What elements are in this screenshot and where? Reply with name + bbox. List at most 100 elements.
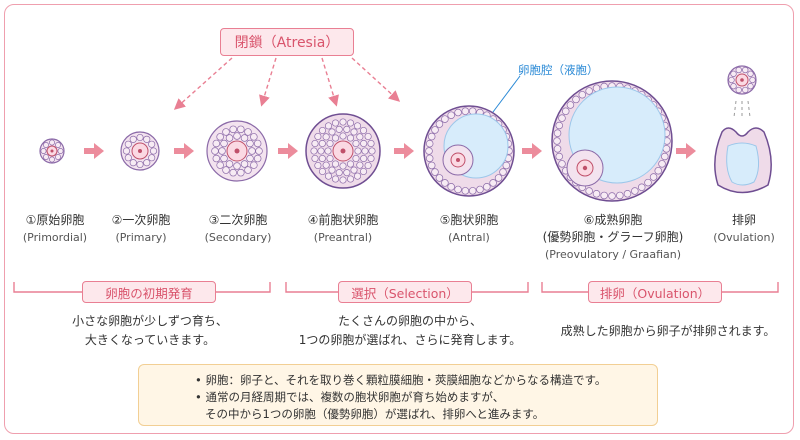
- granulosa-cell: [250, 161, 258, 169]
- progress-arrow-5: [522, 143, 542, 159]
- granulosa-cell: [431, 126, 439, 134]
- granulosa-cell: [489, 179, 497, 187]
- granulosa-cell: [328, 166, 336, 174]
- granulosa-cell: [476, 185, 484, 194]
- granulosa-cell: [747, 83, 754, 90]
- stage-label-primordial: ①原始卵胞 (Primordial): [14, 212, 96, 246]
- granulosa-cell: [742, 66, 749, 74]
- granulosa-cell: [129, 159, 137, 167]
- granulosa-cell: [49, 139, 55, 146]
- granulosa-cell: [331, 175, 340, 183]
- granulosa-cell: [136, 133, 144, 142]
- stage-label-ovulation: 排卵 (Ovulation): [704, 212, 784, 246]
- stage-subtitle: (Primordial): [22, 231, 88, 244]
- granulosa-cell: [148, 154, 156, 162]
- granulosa-cell: [324, 147, 332, 155]
- granulosa-cell: [229, 168, 237, 177]
- granulosa-cell: [735, 86, 742, 94]
- bracket-ovulation: [541, 282, 588, 293]
- granulosa-cell: [225, 160, 234, 168]
- progression-arrows: [84, 143, 696, 159]
- granulosa-cell: [253, 139, 262, 148]
- granulosa-cell: [502, 161, 511, 170]
- granulosa-cell: [143, 159, 151, 167]
- granulosa-cell: [353, 172, 362, 180]
- stage-title: ④前胞状卵胞: [307, 213, 379, 227]
- stage-label-antral: ⑤胞状卵胞 (Antral): [420, 212, 518, 246]
- granulosa-cell: [324, 122, 333, 130]
- desc-line: 大きくなっていきます。: [84, 333, 216, 347]
- granulosa-cell: [55, 154, 61, 160]
- stage-subtitle: (Primary): [115, 231, 167, 244]
- granulosa-cell: [435, 174, 444, 182]
- stage-title: ⑥成熟卵胞: [583, 213, 643, 227]
- granulosa-cell: [233, 162, 241, 170]
- stage-title: 排卵: [731, 213, 756, 227]
- granulosa-cell: [555, 121, 563, 130]
- granulosa-cell: [237, 125, 245, 134]
- granulosa-cell: [211, 147, 219, 155]
- granulosa-cell: [222, 128, 230, 136]
- granulosa-cell: [352, 154, 360, 163]
- granulosa-cell: [566, 101, 575, 109]
- granulosa-cell: [43, 154, 49, 160]
- stage-subtitle: (Preovulatory / Graafian): [544, 248, 682, 261]
- desc-line: 成熟した卵胞から卵子が排卵されます。: [560, 324, 776, 338]
- granulosa-cell: [49, 156, 55, 163]
- progress-arrow-2: [174, 143, 194, 159]
- granulosa-cell: [253, 154, 262, 163]
- section-early-description: 小さな卵胞が少しずつ育ち、 大きくなっていきます。: [40, 312, 260, 350]
- granulosa-cell: [233, 132, 241, 140]
- section-selection-label: 選択（Selection）: [338, 281, 472, 303]
- stage-subtitle: (Antral): [448, 231, 490, 244]
- granulosa-cell: [310, 147, 318, 155]
- granulosa-cell: [572, 95, 580, 104]
- granulosa-cell: [318, 139, 326, 148]
- atresia-arrow-4: [351, 57, 401, 102]
- stage-label-preantral: ④前胞状卵胞 (Preantral): [294, 212, 392, 246]
- follicle-antral: [423, 105, 515, 197]
- granulosa-cell: [331, 160, 340, 168]
- granulosa-cell: [585, 187, 593, 195]
- granulosa-cell: [339, 118, 347, 126]
- note-line-1: • 卵胞：卵子と、それを取り巻く顆粒膜細胞・莢膜細胞などからなる構造です。: [195, 373, 607, 387]
- granulosa-cell: [212, 139, 221, 148]
- granulosa-cell: [749, 76, 756, 84]
- granulosa-cell: [314, 161, 322, 170]
- granulosa-cell: [129, 135, 137, 143]
- granulosa-cell: [148, 140, 156, 148]
- granulosa-cell: [335, 169, 343, 177]
- stage-title: ⑤胞状卵胞: [439, 213, 499, 227]
- follicle-primary: [120, 131, 160, 171]
- granulosa-cell: [454, 108, 462, 117]
- granulosa-cell: [255, 147, 263, 155]
- granulosa-cell: [246, 139, 254, 148]
- granulosa-cell: [350, 128, 358, 136]
- granulosa-cell: [326, 154, 334, 163]
- granulosa-cell: [136, 160, 144, 169]
- atresia-arrows: [173, 57, 401, 110]
- granulosa-cell: [343, 125, 351, 133]
- granulosa-cell: [331, 119, 340, 127]
- granulosa-cell: [592, 190, 601, 198]
- granulosa-cell: [637, 183, 646, 192]
- granulosa-cell: [354, 147, 362, 155]
- granulosa-cell: [318, 154, 326, 163]
- granulosa-cell: [246, 154, 254, 163]
- atresia-arrow-3: [321, 57, 339, 107]
- granulosa-cell: [425, 139, 434, 148]
- granulosa-cell: [608, 192, 616, 200]
- granulosa-cell: [339, 132, 347, 140]
- note-line-3: その中から1つの卵胞（優勢卵胞）が選ばれ、排卵へと進みます。: [205, 407, 545, 421]
- granulosa-cell: [43, 142, 49, 148]
- section-ovulation-label: 排卵（Ovulation）: [588, 281, 722, 303]
- granulosa-cell: [149, 147, 158, 155]
- granulosa-cell: [220, 139, 228, 148]
- granulosa-cell: [352, 139, 360, 148]
- granulosa-cell: [339, 162, 347, 170]
- granulosa-cell: [367, 154, 375, 163]
- atresia-arrow-1: [173, 57, 233, 110]
- granulosa-cell: [360, 139, 368, 148]
- follicle-secondary: [206, 120, 268, 182]
- granulosa-cell: [728, 76, 735, 84]
